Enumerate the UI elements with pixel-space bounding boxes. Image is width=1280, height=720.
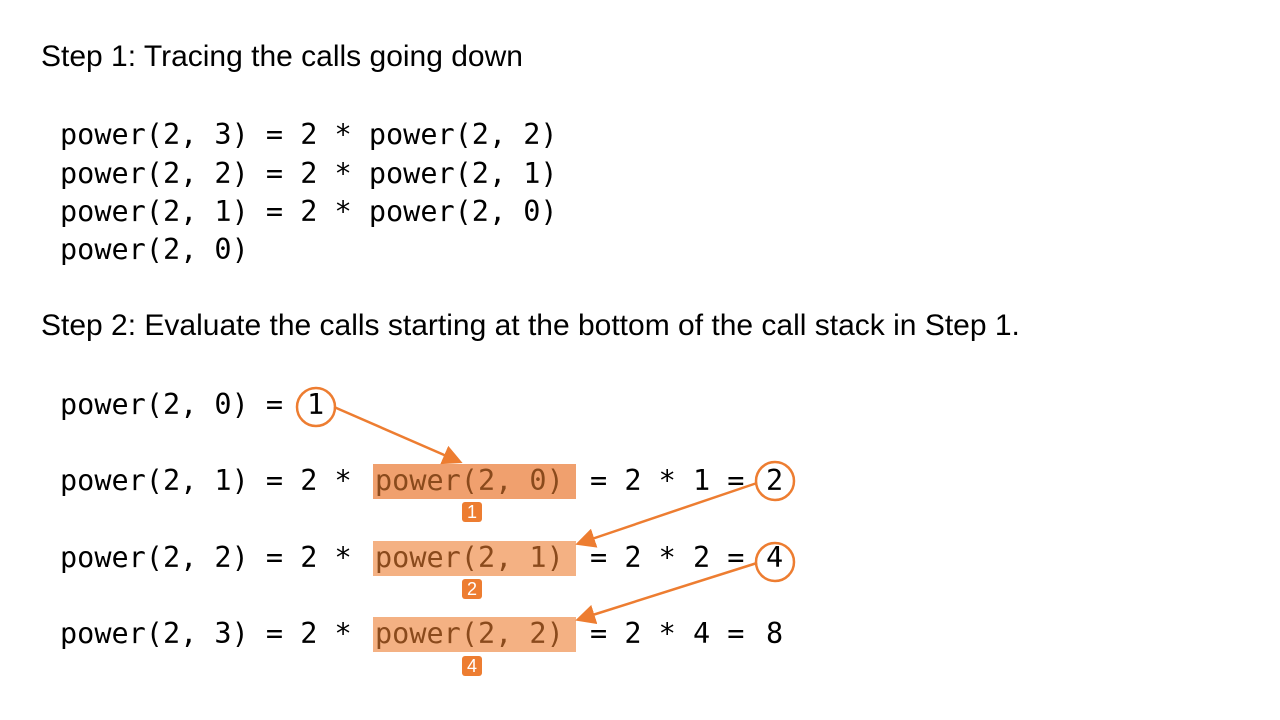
return-marker: 4 — [462, 656, 483, 676]
return-arrow — [333, 405, 463, 465]
step1-heading: Step 1: Tracing the calls going down — [41, 40, 523, 73]
eval-prefix: power(2, 1) = 2 * — [60, 464, 369, 497]
result-circle — [295, 386, 337, 428]
result-circle — [754, 460, 796, 502]
return-arrow — [575, 481, 758, 548]
return-marker: 2 — [462, 579, 483, 599]
result-circle — [754, 541, 796, 583]
call-highlight — [373, 617, 576, 652]
step1-line: power(2, 0) — [60, 233, 249, 266]
step2-heading: Step 2: Evaluate the calls starting at t… — [41, 309, 1020, 342]
step1-line: power(2, 2) = 2 * power(2, 1) — [60, 157, 558, 190]
eval-result: 4 — [766, 541, 784, 574]
base-case-result: 1 — [307, 388, 325, 421]
step1-line: power(2, 3) = 2 * power(2, 2) — [60, 118, 558, 151]
eval-result: 2 — [766, 464, 784, 497]
highlighted-call: power(2, 2) — [375, 617, 564, 650]
base-case-expr: power(2, 0) = — [60, 388, 301, 421]
eval-rest: = 2 * 2 = — [590, 541, 762, 574]
highlighted-call: power(2, 1) — [375, 541, 564, 574]
eval-prefix: power(2, 2) = 2 * — [60, 541, 369, 574]
call-highlight — [373, 464, 576, 499]
call-highlight — [373, 541, 576, 576]
eval-prefix: power(2, 3) = 2 * — [60, 617, 369, 650]
eval-result: 8 — [766, 617, 784, 650]
step1-line: power(2, 1) = 2 * power(2, 0) — [60, 195, 558, 228]
eval-rest: = 2 * 1 = — [590, 464, 762, 497]
highlighted-call: power(2, 0) — [375, 464, 564, 497]
return-marker: 1 — [462, 502, 483, 522]
eval-rest: = 2 * 4 = — [590, 617, 762, 650]
return-arrow — [575, 561, 758, 625]
